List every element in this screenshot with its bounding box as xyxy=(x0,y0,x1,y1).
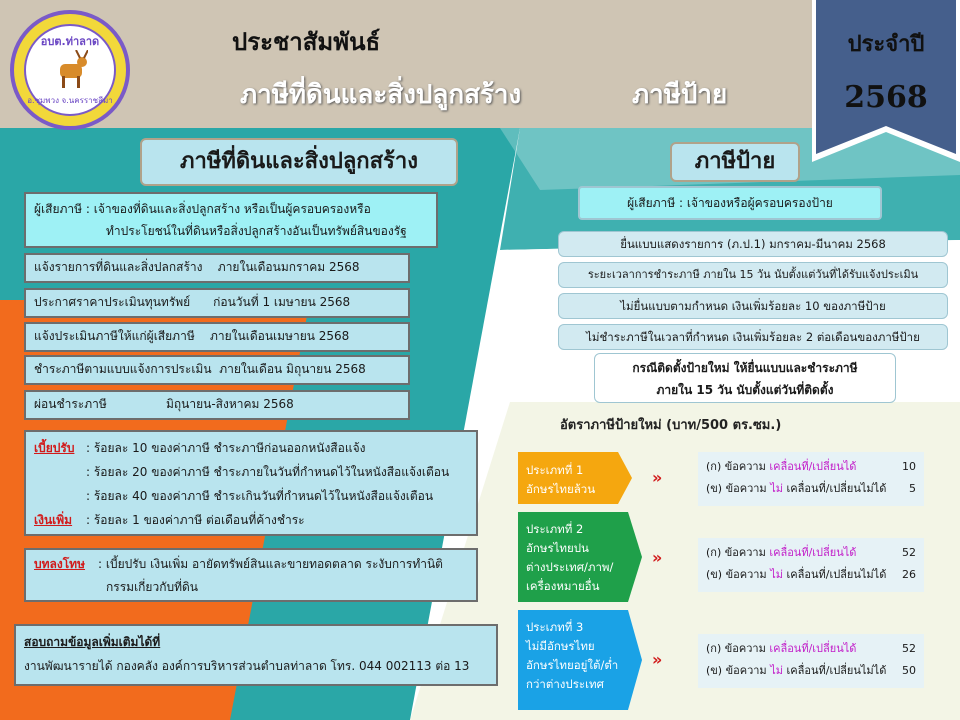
contact-title: สอบถามข้อมูลเพิ่มเติมได้ที่ xyxy=(24,635,161,649)
rate-tail: เคลื่อนที่/เปลี่ยนได้ xyxy=(769,460,857,473)
rate-tail: เคลื่อนที่/เปลี่ยนได้ xyxy=(769,546,857,559)
rate-tail: เคลื่อนที่/เปลี่ยนได้ xyxy=(769,642,857,655)
chevron-right-icon: » xyxy=(652,468,663,487)
rates-title: อัตราภาษีป้ายใหม่ (บาท/500 ตร.ซม.) xyxy=(560,418,782,433)
type-tag-2 xyxy=(518,512,642,602)
type-tag-1 xyxy=(518,452,632,504)
type-desc: กว่าต่างประเทศ xyxy=(526,677,604,691)
land-taxpayer-box: ผู้เสียภาษี : เจ้าของที่ดินและสิ่งปลูกสร… xyxy=(24,192,438,248)
land-taxpayer-line1: ผู้เสียภาษี : เจ้าของที่ดินและสิ่งปลูกสร… xyxy=(34,202,371,216)
sign-taxpayer: ผู้เสียภาษี : เจ้าของหรือผู้ครอบครองป้าย xyxy=(578,186,882,220)
type-tag-1-text: ประเภทที่ 1 อักษรไทยล้วน xyxy=(518,455,622,505)
penalty-box: บทลงโทษ : เบี้ยปรับ เงินเพิ่ม อายัดทรัพย์… xyxy=(24,548,478,602)
logo-text-bottom: อ.ชุมพวง จ.นครราชสีมา xyxy=(27,96,113,105)
year-value: 2568 xyxy=(844,80,928,115)
rate-value: 10 xyxy=(902,460,916,473)
type-desc: เครื่องหมายอื่น xyxy=(526,579,600,593)
land-step: แจ้งประเมินภาษีให้แก่ผู้เสียภาษี ภายในเด… xyxy=(24,322,410,352)
rate-prefix: (ข) ข้อความ xyxy=(706,568,767,581)
type-name: ประเภทที่ 3 xyxy=(526,620,584,634)
fine-line: : ร้อยละ 10 ของค่าภาษี ชำระภาษีก่อนออกหน… xyxy=(86,441,366,455)
type-desc: อักษรไทยอยู่ใต้/ต่ำ xyxy=(526,658,619,672)
rate-value: 52 xyxy=(902,642,916,655)
header-title-land: ภาษีที่ดินและสิ่งปลูกสร้าง xyxy=(240,80,522,110)
land-step-when: ภายในเดือนมกราคม 2568 xyxy=(217,260,360,274)
rate-prefix: (ก) ข้อความ xyxy=(706,460,766,473)
type-name: ประเภทที่ 1 xyxy=(526,463,584,477)
rate-prefix: (ก) ข้อความ xyxy=(706,642,766,655)
logo-text-top: อบต.ท่าลาด xyxy=(40,35,100,48)
land-heading: ภาษีที่ดินและสิ่งปลูกสร้าง xyxy=(140,138,458,186)
type-name: ประเภทที่ 2 xyxy=(526,522,584,536)
rate-tail: เคลื่อนที่/เปลี่ยนไม่ได้ xyxy=(786,568,887,581)
penalty-label: บทลงโทษ xyxy=(34,557,86,571)
pr-label: ประชาสัมพันธ์ xyxy=(232,28,381,56)
new-sign-line1: กรณีติดตั้งป้ายใหม่ ให้ยื่นแบบและชำระภาษ… xyxy=(632,361,858,375)
new-sign-line2: ภายใน 15 วัน นับตั้งแต่วันที่ติดตั้ง xyxy=(656,383,834,397)
penalty-line1: : เบี้ยปรับ เงินเพิ่ม อายัดทรัพย์สินและข… xyxy=(98,557,443,571)
logo-seal: อบต.ท่าลาด อ.ชุมพวง จ.นครราชสีมา xyxy=(10,10,130,130)
land-step: แจ้งรายการที่ดินและสิ่งปลกสร้าง ภายในเดื… xyxy=(24,253,410,283)
land-taxpayer-line2: ทำประโยชน์ในที่ดินหรือสิ่งปลูกสร้างอันเป… xyxy=(106,224,407,238)
rate-value: 50 xyxy=(902,664,916,677)
year-ribbon xyxy=(812,0,960,162)
type-1-rates: (ก) ข้อความ เคลื่อนที่/เปลี่ยนได้ 10 (ข) … xyxy=(698,452,924,506)
new-sign-box: กรณีติดตั้งป้ายใหม่ ให้ยื่นแบบและชำระภาษ… xyxy=(594,353,896,403)
land-step-label: ประกาศราคาประเมินทุนทรัพย์ xyxy=(34,295,191,309)
land-step: ชำระภาษีตามแบบแจ้งการประเมิน ภายในเดือน … xyxy=(24,355,410,385)
land-step-label: แจ้งประเมินภาษีให้แก่ผู้เสียภาษี xyxy=(34,329,195,343)
rate-tail: เคลื่อนที่/เปลี่ยนไม่ได้ xyxy=(786,482,887,495)
land-step: ประกาศราคาประเมินทุนทรัพย์ ก่อนวันที่ 1 … xyxy=(24,288,410,318)
type-tag-3-text: ประเภทที่ 3 ไม่มีอักษรไทย อักษรไทยอยู่ใต… xyxy=(518,612,632,700)
penalty-line2: กรรมเกี่ยวกับที่ดิน xyxy=(106,580,198,594)
header-title-sign: ภาษีป้าย xyxy=(632,80,728,110)
chevron-right-icon: » xyxy=(652,650,663,669)
rate-prefix: (ข) ข้อความ xyxy=(706,482,767,495)
land-step: ผ่อนชำระภาษี มิถุนายน-สิงหาคม 2568 xyxy=(24,390,410,420)
header-band xyxy=(0,0,960,128)
rate-value: 26 xyxy=(902,568,916,581)
land-step-when: ก่อนวันที่ 1 เมษายน 2568 xyxy=(213,295,351,309)
fine-box: เบี้ยปรับ : ร้อยละ 10 ของค่าภาษี ชำระภาษี… xyxy=(24,430,478,536)
type-desc: อักษรไทยล้วน xyxy=(526,482,596,496)
sign-item: ไม่ยื่นแบบตามกำหนด เงินเพิ่มร้อยละ 10 ขอ… xyxy=(558,293,948,319)
rate-value: 52 xyxy=(902,546,916,559)
type-2-rates: (ก) ข้อความ เคลื่อนที่/เปลี่ยนได้ 52 (ข) … xyxy=(698,538,924,592)
sign-item: ยื่นแบบแสดงรายการ (ภ.ป.1) มกราคม-มีนาคม … xyxy=(558,231,948,257)
land-step-label: ผ่อนชำระภาษี xyxy=(34,397,107,411)
rate-value: 5 xyxy=(909,482,916,495)
type-desc: อักษรไทยปน xyxy=(526,541,589,555)
chevron-right-icon: » xyxy=(652,548,663,567)
land-step-label: ชำระภาษีตามแบบแจ้งการประเมิน xyxy=(34,362,212,376)
fine-line: : ร้อยละ 20 ของค่าภาษี ชำระภายในวันที่กำ… xyxy=(86,465,450,479)
type-tag-2-text: ประเภทที่ 2 อักษรไทยปน ต่างประเทศ/ภาพ/ เ… xyxy=(518,514,632,602)
rate-prefix: (ก) ข้อความ xyxy=(706,546,766,559)
fine-label: เบี้ยปรับ xyxy=(34,441,75,455)
type-tag-3 xyxy=(518,610,642,710)
rate-prefix: (ข) ข้อความ xyxy=(706,664,767,677)
type-desc: ไม่มีอักษรไทย xyxy=(526,639,595,653)
rate-not: ไม่ xyxy=(770,482,783,495)
year-label: ประจำปี xyxy=(847,32,925,57)
rate-tail: เคลื่อนที่/เปลี่ยนไม่ได้ xyxy=(786,664,887,677)
land-step-when: ภายในเดือนเมษายน 2568 xyxy=(210,329,350,343)
contact-text: งานพัฒนารายได้ กองคลัง องค์การบริหารส่วน… xyxy=(24,659,470,673)
fine-line: : ร้อยละ 40 ของค่าภาษี ชำระเกินวันที่กำห… xyxy=(86,489,434,503)
sign-heading: ภาษีป้าย xyxy=(670,142,800,182)
surcharge-text: : ร้อยละ 1 ของค่าภาษี ต่อเดือนที่ค้างชำร… xyxy=(86,513,305,527)
contact-box: สอบถามข้อมูลเพิ่มเติมได้ที่ งานพัฒนารายไ… xyxy=(14,624,498,686)
surcharge-label: เงินเพิ่ม xyxy=(34,513,73,527)
type-3-rates: (ก) ข้อความ เคลื่อนที่/เปลี่ยนได้ 52 (ข) … xyxy=(698,634,924,688)
rate-not: ไม่ xyxy=(770,568,783,581)
sign-item: ระยะเวลาการชำระภาษี ภายใน 15 วัน นับตั้ง… xyxy=(558,262,948,288)
land-step-when: มิถุนายน-สิงหาคม 2568 xyxy=(166,397,294,411)
deer-icon xyxy=(52,49,89,90)
sign-item: ไม่ชำระภาษีในเวลาที่กำหนด เงินเพิ่มร้อยล… xyxy=(558,324,948,350)
type-desc: ต่างประเทศ/ภาพ/ xyxy=(526,560,614,574)
land-step-when: ภายในเดือน มิถุนายน 2568 xyxy=(219,362,366,376)
land-step-label: แจ้งรายการที่ดินและสิ่งปลกสร้าง xyxy=(34,260,203,274)
rate-not: ไม่ xyxy=(770,664,783,677)
